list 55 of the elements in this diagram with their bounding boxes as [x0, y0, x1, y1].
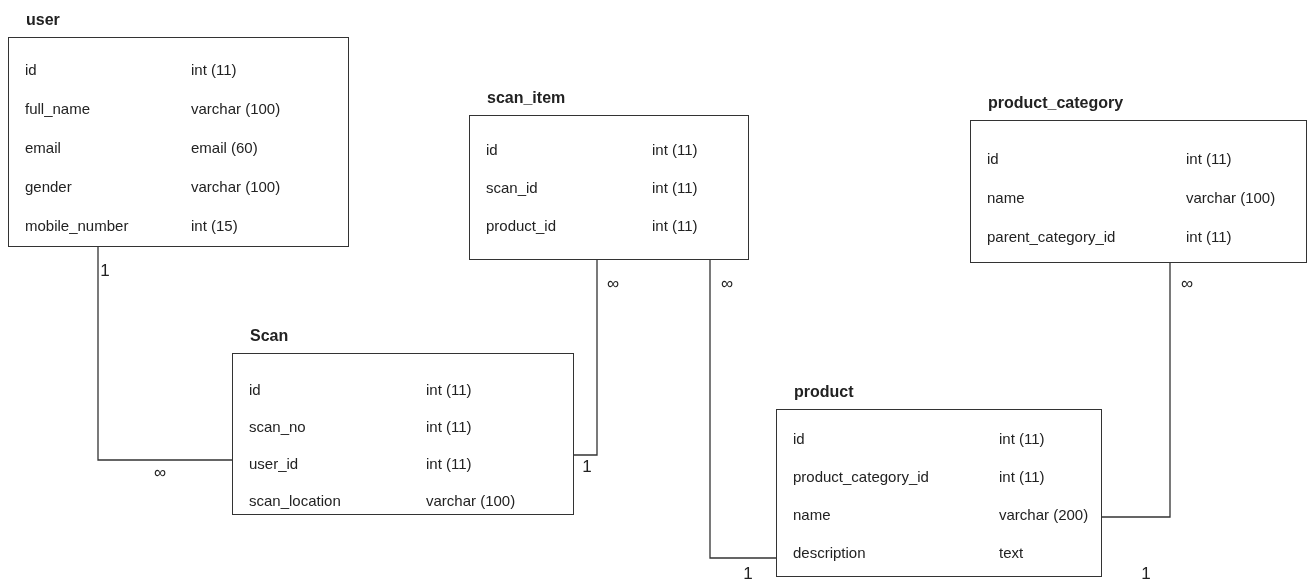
field-type: int (11) [652, 215, 699, 236]
field-name: id [486, 139, 499, 160]
field-type: int (11) [191, 59, 238, 80]
cardinality-label: ∞ [153, 463, 167, 481]
field-type: varchar (100) [191, 176, 282, 197]
table-title: user [25, 10, 61, 30]
field-name: mobile_number [25, 215, 130, 236]
field-name: product_id [486, 215, 558, 236]
field-name: product_category_id [793, 466, 930, 487]
relationship-line [709, 259, 777, 559]
table-title: product_category [987, 93, 1125, 113]
relationship-line [1101, 262, 1171, 518]
table-title: scan_item [486, 88, 567, 108]
table-title: product [793, 382, 855, 402]
field-name: id [793, 428, 806, 449]
field-type: email (60) [191, 137, 259, 158]
field-type: int (15) [191, 215, 239, 236]
relationship-line [97, 246, 233, 461]
field-type: int (11) [426, 453, 473, 474]
cardinality-label: ∞ [720, 274, 734, 292]
field-name: id [249, 379, 262, 400]
cardinality-label: ∞ [606, 274, 620, 292]
field-name: gender [25, 176, 73, 197]
field-name: full_name [25, 98, 92, 119]
field-name: id [987, 148, 1000, 169]
field-type: int (11) [999, 428, 1046, 449]
cardinality-label: 1 [100, 261, 110, 279]
field-type: varchar (100) [1186, 187, 1277, 208]
field-name: scan_id [486, 177, 539, 198]
relationship-line [573, 259, 598, 456]
field-name: scan_no [249, 416, 307, 437]
table-title: Scan [249, 326, 290, 346]
field-type: int (11) [1186, 226, 1233, 247]
field-type: varchar (100) [191, 98, 282, 119]
field-name: parent_category_id [987, 226, 1117, 247]
field-type: int (11) [652, 177, 699, 198]
field-name: user_id [249, 453, 300, 474]
cardinality-label: ∞ [1180, 274, 1194, 292]
field-type: int (11) [1186, 148, 1233, 169]
cardinality-label: 1 [743, 564, 753, 582]
cardinality-label: 1 [582, 457, 592, 475]
field-type: varchar (100) [426, 490, 517, 511]
field-type: text [999, 542, 1025, 563]
cardinality-label: 1 [1141, 564, 1151, 582]
field-type: int (11) [426, 416, 473, 437]
field-type: int (11) [999, 466, 1046, 487]
field-name: name [987, 187, 1026, 208]
field-name: scan_location [249, 490, 342, 511]
field-type: int (11) [426, 379, 473, 400]
field-type: varchar (200) [999, 504, 1090, 525]
field-name: description [793, 542, 867, 563]
field-name: id [25, 59, 38, 80]
field-name: name [793, 504, 832, 525]
field-name: email [25, 137, 62, 158]
field-type: int (11) [652, 139, 699, 160]
